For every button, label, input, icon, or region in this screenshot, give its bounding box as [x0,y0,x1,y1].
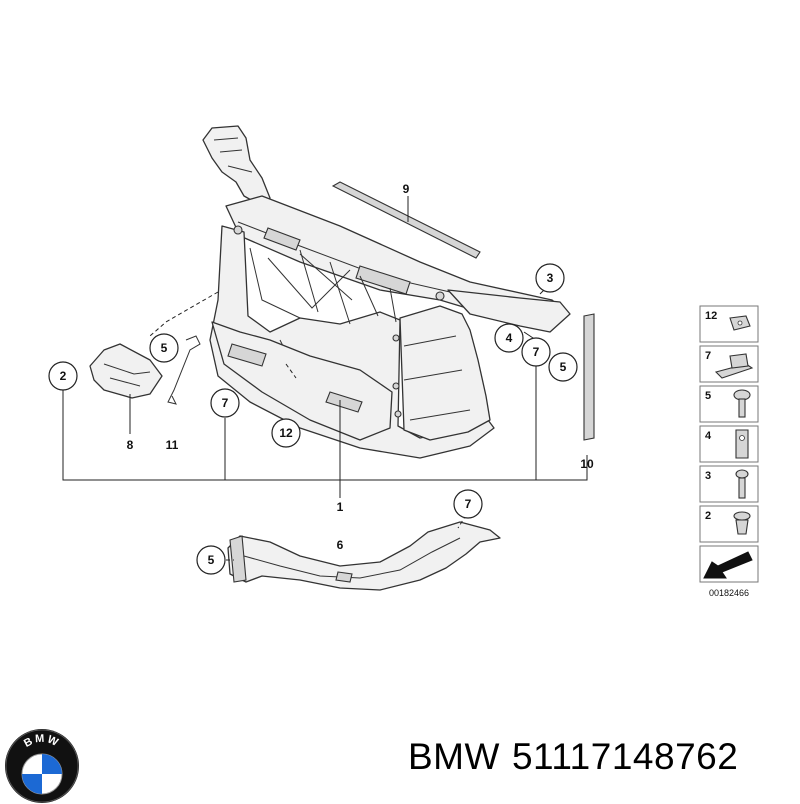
direction-arrow-icon [703,551,753,579]
legend-item-5: 5 [699,385,759,423]
bolt-icon [733,389,751,418]
vertical-seal-part [583,313,595,441]
label-9: 9 [403,182,410,196]
part-number: 51117148762 [511,736,739,777]
legend-item-3: 3 [699,465,759,503]
callout-5-bumper: 5 [196,545,226,575]
callout-7-carrier-lower: 7 [210,388,240,418]
label-1: 1 [337,500,344,514]
part-caption: BMW 51117148762 [408,736,750,778]
callout-7-right: 7 [521,337,551,367]
callout-12-clip: 12 [271,418,301,448]
callout-7-bumper: 7 [453,489,483,519]
front-carrier-part [202,125,571,459]
clip-nut-icon [729,315,751,331]
bmw-roundel-logo: BMW [5,729,79,803]
svg-text:BMW: BMW [22,733,62,750]
label-10: 10 [580,457,594,471]
legend-arrow-box [699,545,759,583]
legend-item-2: 2 [699,505,759,543]
callout-3-holder-text: 3 [547,271,554,285]
callout-5-right: 5 [548,352,578,382]
legend-item-7: 7 [699,345,759,383]
callout-4-holder: 4 [494,323,524,353]
callout-4-holder-text: 4 [506,331,513,345]
legend-item-4-label: 4 [705,430,712,442]
callout-7-right-text: 7 [533,345,540,359]
callout-7-bumper-text: 7 [465,497,472,511]
legend-item-4: 4 [699,425,759,463]
bracket-clip-icon [735,429,749,459]
screw-icon [735,469,749,499]
support-stay-part [167,335,201,405]
legend-item-12: 12 [699,305,759,343]
callout-2-bracket-text: 2 [60,369,67,383]
fastener-legend: 12 7 5 4 [699,305,759,598]
label-6: 6 [337,538,344,552]
legend-item-12-label: 12 [705,310,717,322]
label-8: 8 [127,438,134,452]
callout-5-right-text: 5 [560,360,567,374]
legend-item-5-label: 5 [705,390,711,402]
legend-item-7-label: 7 [705,350,711,362]
bumper-carrier-part [227,521,501,591]
legend-item-2-label: 2 [705,510,711,522]
label-11: 11 [166,438,179,452]
callout-5-bolt-left-text: 5 [161,341,168,355]
callout-12-clip-text: 12 [279,426,293,440]
expanding-rivet-icon [733,511,751,535]
callout-5-bumper-text: 5 [208,553,215,567]
callout-5-bolt-left: 5 [149,333,179,363]
spring-nut-icon [714,353,754,379]
legend-item-3-label: 3 [705,470,711,482]
diagram-code: 00182466 [709,588,749,598]
callout-2-bracket: 2 [48,361,78,391]
callout-7-carrier-lower-text: 7 [222,396,229,410]
callout-3-holder: 3 [535,263,565,293]
manufacturer-name: BMW [408,736,500,777]
seal-strip-part [331,181,481,259]
